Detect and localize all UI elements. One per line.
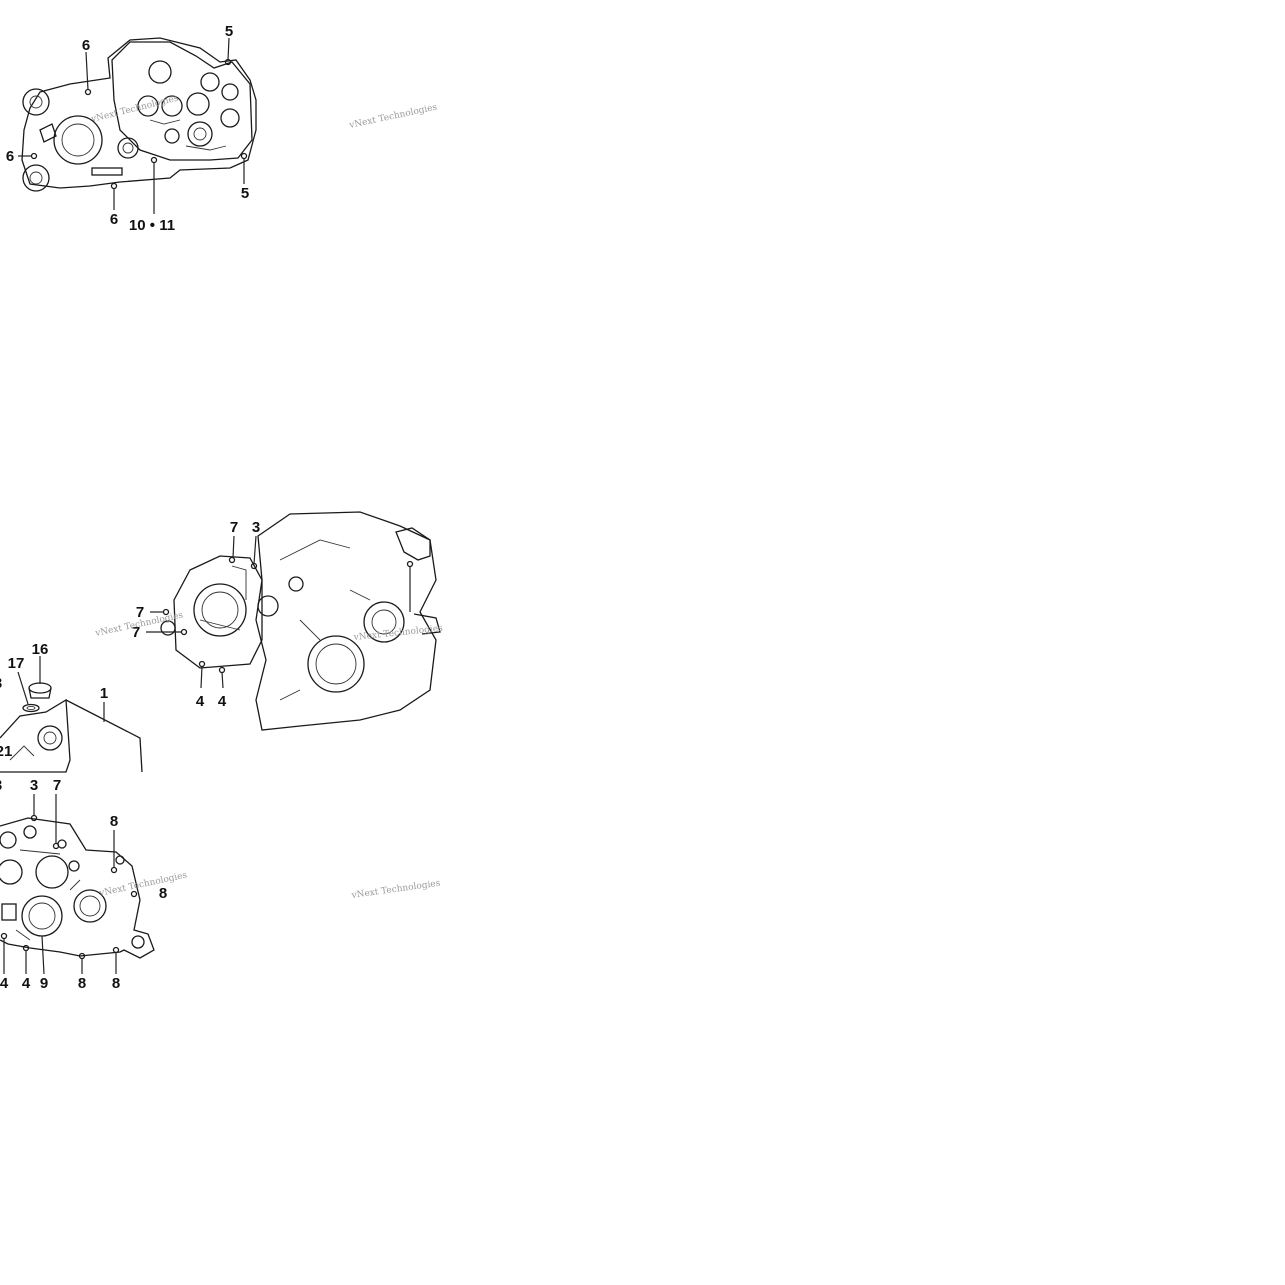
callout-3: 3 [252,519,260,536]
watermark-text: vNext Technologies [348,102,439,131]
callout-8: 8 [112,975,120,992]
callout-1: 1 [100,685,108,702]
top-crankcase-assembly: 6 5 6 5 6 10 • 11 [6,23,257,234]
bottom-crankcase-assembly: 3 7 8 8 4 4 9 8 8 [0,777,167,992]
watermark-text: vNext Technologies [98,870,189,899]
callout-3: 3 [0,777,2,794]
callout-6: 6 [82,37,90,54]
callout-3: 3 [30,777,38,794]
callout-16: 16 [32,641,49,658]
callout-5: 5 [225,23,233,40]
callout-9: 9 [40,975,48,992]
callout-7: 7 [230,519,238,536]
callout-8: 8 [159,885,167,902]
callout-4: 4 [218,693,227,710]
callout-5: 5 [241,185,249,202]
callout-6: 6 [6,148,14,165]
callout-4: 4 [22,975,31,992]
callout-7: 7 [132,624,140,641]
callout-7: 7 [136,604,144,621]
callout-6: 6 [110,211,118,228]
callout-4: 4 [0,975,9,992]
callout-21: 21 [0,743,12,760]
callout-7: 7 [53,777,61,794]
watermark-text: vNext Technologies [89,93,180,125]
watermark-text: vNext Technologies [352,624,443,643]
callout-17: 17 [8,655,25,672]
callout-10-11: 10 • 11 [129,217,175,234]
callout-3: 3 [0,675,2,692]
callout-8: 8 [78,975,86,992]
cap-and-seal-parts: 16 17 1 21 3 3 [0,641,143,794]
callout-8: 8 [110,813,118,830]
watermark-text: vNext Technologies [350,879,441,902]
callout-4: 4 [196,693,205,710]
middle-crankcase-assembly: 7 3 7 7 4 4 [132,511,441,731]
